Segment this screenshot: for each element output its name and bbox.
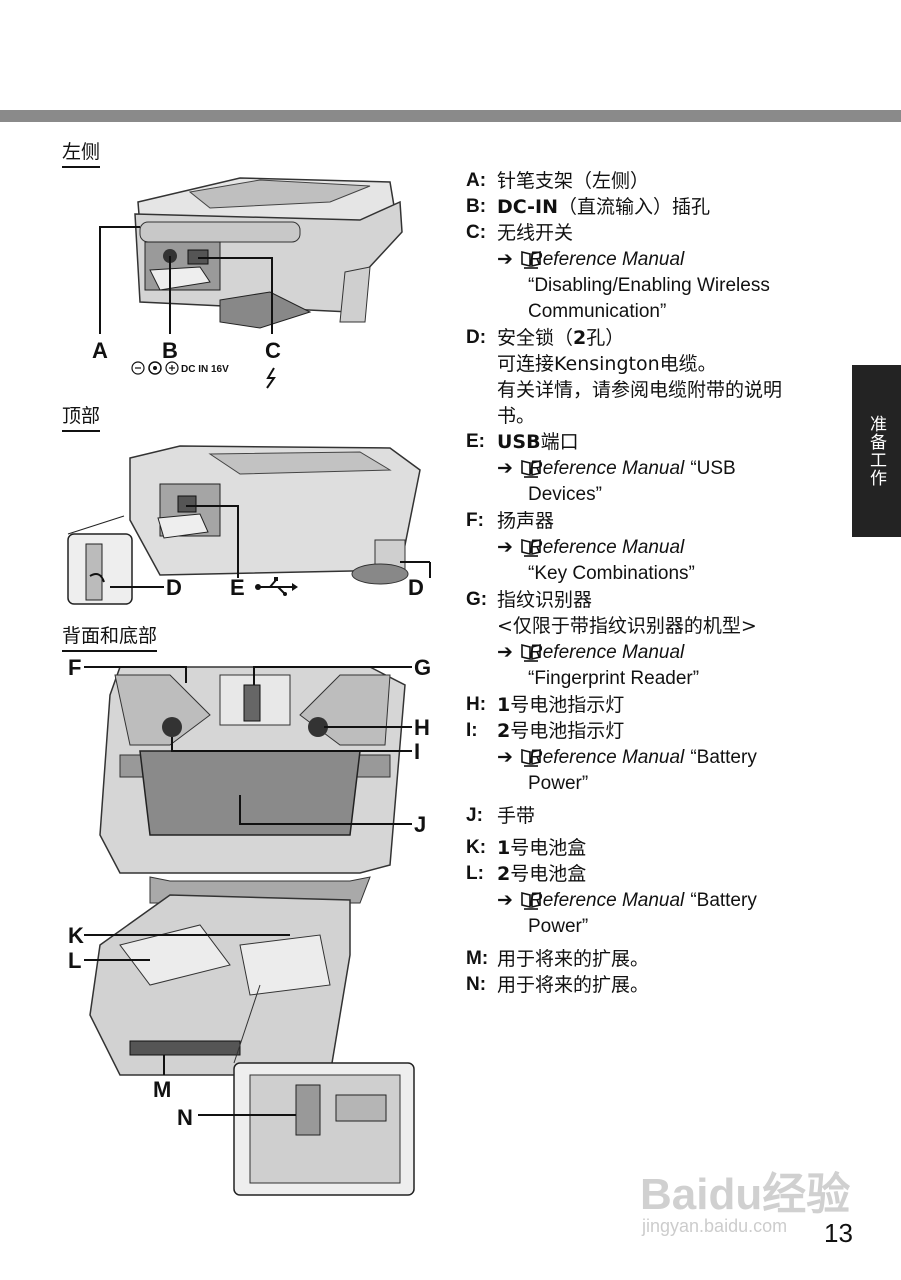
label-c: C	[265, 338, 281, 363]
label-i: I	[414, 739, 420, 764]
section-title-left: 左侧	[62, 140, 101, 168]
item-h: H: 1号电池指示灯	[466, 694, 625, 716]
label-f: F	[68, 655, 81, 680]
item-d: D: 安全锁（2孔）	[466, 327, 625, 349]
item-n: N: 用于将来的扩展。	[466, 974, 650, 996]
label-e: E	[230, 575, 245, 600]
usb-icon	[255, 577, 298, 596]
item-l: L: 2号电池盒	[466, 863, 587, 885]
label-h: H	[414, 715, 430, 740]
label-b: B	[162, 338, 178, 363]
arrow-icon: ➔	[497, 457, 513, 479]
item-c: C: 无线开关	[466, 222, 574, 244]
label-k: K	[68, 923, 84, 948]
figure-top: D E D	[67, 445, 431, 605]
figure-left-side: A B C DC IN 16V	[92, 177, 403, 389]
reference-book-icon	[521, 891, 541, 910]
label-m: M	[153, 1077, 171, 1102]
dc-polarity-icon	[131, 361, 179, 375]
reference-book-icon	[521, 250, 541, 269]
arrow-icon: ➔	[497, 889, 513, 911]
item-k: K: 1号电池盒	[466, 837, 587, 859]
label-a: A	[92, 338, 108, 363]
ref-g: ➔ Reference Manual	[497, 641, 685, 663]
ref-l: ➔ Reference Manual “Battery	[497, 889, 757, 911]
item-m: M: 用于将来的扩展。	[466, 948, 650, 970]
ref-f: ➔ Reference Manual	[497, 536, 685, 558]
component-list: A: 针笔支架（左侧） B: DC-IN（直流输入）插孔 C: 无线开关 ➔ R…	[466, 168, 846, 998]
page-number: 13	[824, 1218, 853, 1248]
reference-book-icon	[521, 748, 541, 767]
arrow-icon: ➔	[497, 641, 513, 663]
ref-i: ➔ Reference Manual “Battery	[497, 746, 757, 768]
reference-book-icon	[521, 538, 541, 557]
label-g: G	[414, 655, 431, 680]
wireless-icon	[266, 367, 276, 389]
watermark-logo: Baidu经验	[640, 1170, 851, 1219]
chapter-side-tab: 准备工作	[852, 365, 901, 537]
device-illustration-back	[99, 666, 406, 904]
device-illustration-top	[129, 445, 421, 585]
arrow-icon: ➔	[497, 536, 513, 558]
item-g: G: 指纹识别器	[466, 589, 593, 611]
item-a: A: 针笔支架（左侧）	[466, 170, 650, 192]
label-d-left: D	[166, 575, 182, 600]
ref-c: ➔ Reference Manual	[497, 248, 685, 270]
section-title-back: 背面和底部	[62, 624, 158, 652]
header-bar	[0, 110, 901, 122]
device-illustration-bottom	[89, 894, 415, 1196]
reference-book-icon	[521, 459, 541, 478]
item-f: F: 扬声器	[466, 510, 555, 532]
item-i: I: 2号电池指示灯	[466, 720, 625, 742]
ref-e: ➔ Reference Manual “USB	[497, 457, 736, 479]
item-e: E: USB端口	[466, 431, 579, 453]
watermark-url: jingyan.baidu.com	[642, 1216, 788, 1236]
label-n: N	[177, 1105, 193, 1130]
reference-book-icon	[521, 643, 541, 662]
dc-in-label: DC IN 16V	[181, 364, 229, 375]
label-l: L	[68, 948, 81, 973]
arrow-icon: ➔	[497, 746, 513, 768]
label-j: J	[414, 812, 426, 837]
item-b: B: DC-IN（直流输入）插孔	[466, 196, 711, 218]
label-d-right: D	[408, 575, 424, 600]
item-j: J: 手带	[466, 805, 536, 827]
section-title-top: 顶部	[62, 404, 101, 432]
arrow-icon: ➔	[497, 248, 513, 270]
figure-back-bottom: F G H I J K L M N	[68, 655, 431, 1196]
device-illustration-left	[134, 177, 403, 329]
